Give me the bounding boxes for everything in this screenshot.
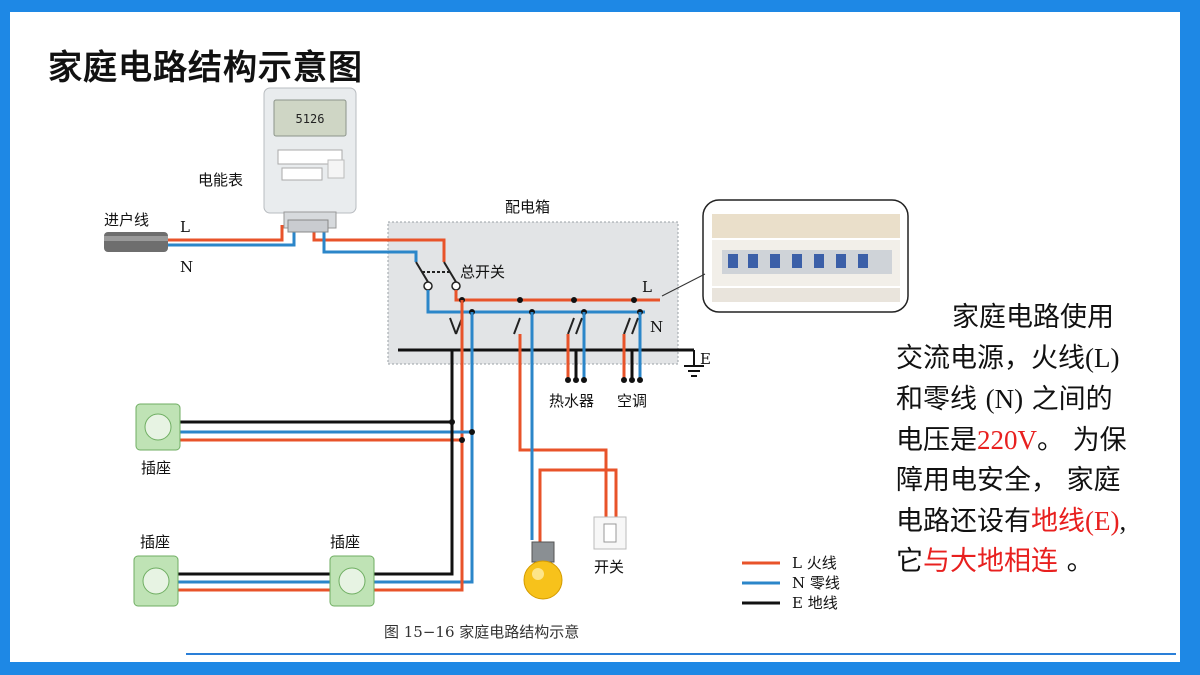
- main-switch-label: 总开关: [460, 263, 505, 281]
- meter-display: 5126: [296, 112, 325, 126]
- figure-caption: 图 15−16 家庭电路结构示意: [384, 623, 579, 641]
- incoming-N-label: N: [180, 258, 193, 276]
- light-bulb: [523, 541, 563, 600]
- desc-line-3: 和零线 (N) 之间的: [896, 384, 1113, 415]
- bottom-accent-line: [186, 653, 1176, 655]
- water-heater-label: 热水器: [549, 392, 594, 410]
- box-N-label: N: [650, 318, 663, 336]
- legend-earth-label: E 地线: [792, 594, 838, 612]
- energy-meter: 5126: [263, 87, 357, 229]
- earth-label: E: [700, 350, 711, 368]
- meter-label: 电能表: [198, 171, 243, 189]
- desc-line-1: 家庭电路使用: [952, 302, 1114, 333]
- ac-label: 空调: [617, 392, 647, 410]
- box-L-label: L: [642, 278, 652, 296]
- socket-3-icon: [329, 555, 375, 607]
- ground-symbol: [684, 350, 704, 377]
- legend-live-label: L 火线: [792, 554, 837, 572]
- connected-to-earth-term: 与大地相连: [923, 546, 1058, 577]
- desc-line-2: 交流电源，火线(L): [896, 343, 1120, 374]
- socket-1-icon: [135, 403, 181, 451]
- legend-neutral-label: N 零线: [792, 574, 840, 592]
- breaker-photo: [702, 199, 909, 313]
- socket-1-label: 插座: [141, 459, 171, 477]
- legend: [742, 561, 780, 605]
- socket-2-label: 插座: [140, 533, 170, 551]
- voltage-value: 220V: [977, 425, 1037, 455]
- socket-2-icon: [133, 555, 179, 607]
- slide-title: 家庭电路结构示意图: [48, 48, 363, 88]
- incoming-line-label: 进户线: [104, 211, 149, 229]
- switch-label: 开关: [594, 558, 624, 576]
- top-stripe: [0, 0, 1200, 10]
- desc-line-7: 它与大地相连 。: [896, 546, 1094, 577]
- desc-line-4: 电压是220V。 为保: [896, 425, 1127, 456]
- box-label: 配电箱: [505, 198, 550, 216]
- desc-line-6: 电路还设有地线(E),: [896, 506, 1127, 537]
- earth-wire-term: 地线: [1031, 506, 1085, 537]
- desc-line-5: 障用电安全， 家庭: [896, 465, 1121, 496]
- wall-switch: [593, 516, 627, 550]
- incoming-L-label: L: [180, 218, 190, 236]
- incoming-cable: [104, 232, 168, 252]
- socket-3-label: 插座: [330, 533, 360, 551]
- description-text: 家庭电路使用 交流电源，火线(L) 和零线 (N) 之间的 电压是220V。 为…: [896, 298, 1186, 582]
